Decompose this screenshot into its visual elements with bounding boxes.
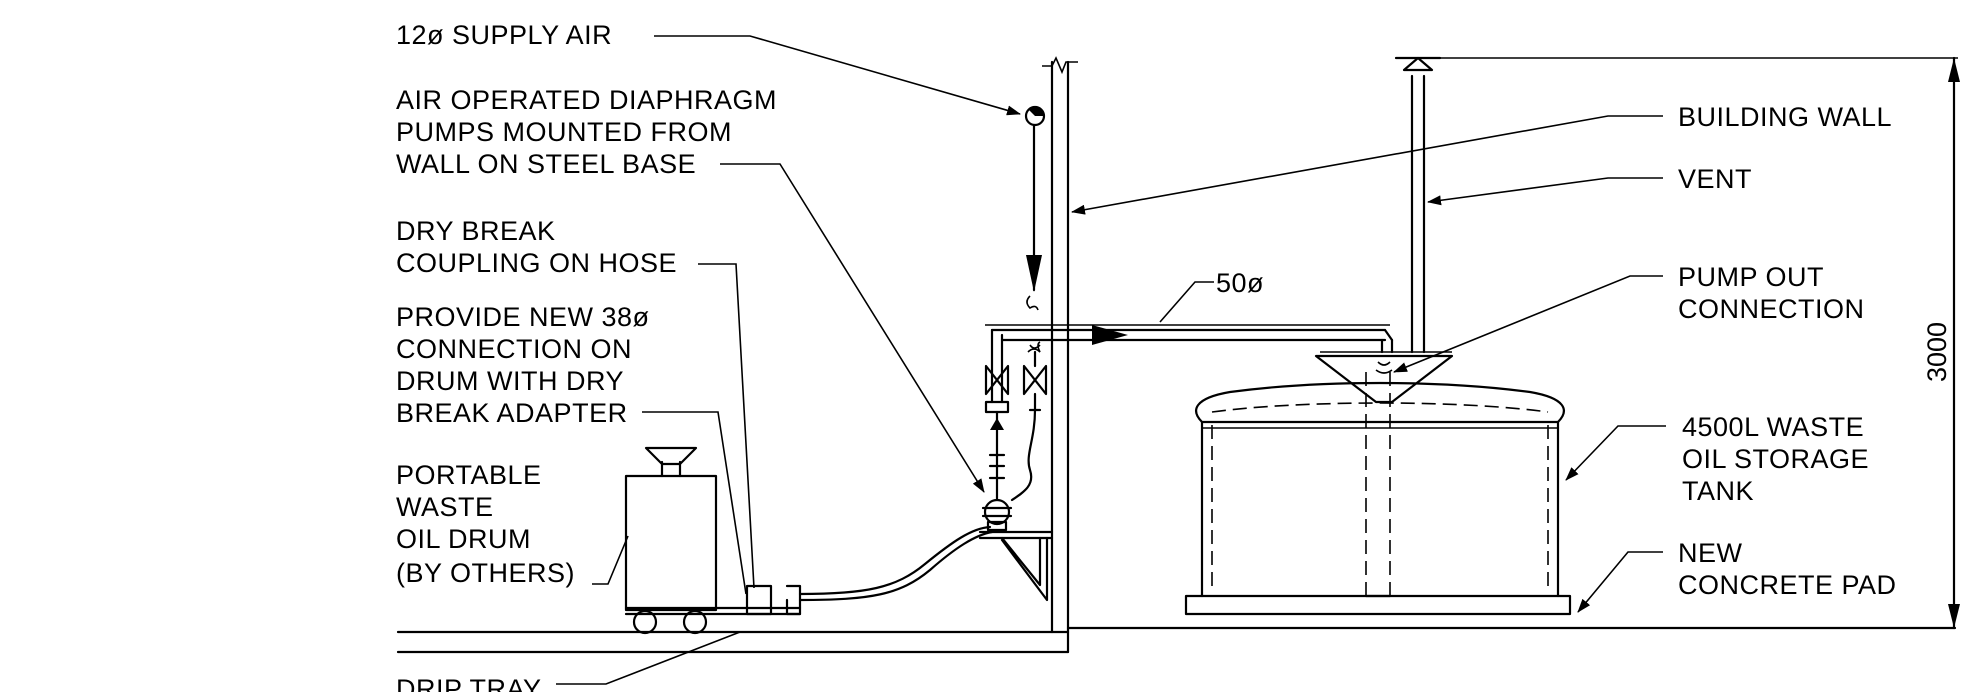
pipe-size-label: 50ø: [1216, 268, 1264, 298]
storage-tank: [1184, 351, 1572, 616]
vent-label: VENT: [1678, 164, 1752, 194]
connection-label-line-1: PROVIDE NEW 38ø: [396, 302, 650, 332]
height-dimension-label: 3000: [1922, 322, 1952, 382]
coupling-label-line-1: DRY BREAK: [396, 216, 556, 246]
coupling-label-line-2: COUPLING ON HOSE: [396, 248, 677, 278]
tank-label-line-3: TANK: [1682, 476, 1754, 506]
label-pad: NEW CONCRETE PAD: [1678, 538, 1897, 600]
tank-label-line-2: OIL STORAGE: [1682, 444, 1869, 474]
pumps-label-line-2: PUMPS MOUNTED FROM: [396, 117, 732, 147]
pumps-label-line-1: AIR OPERATED DIAPHRAGM: [396, 85, 777, 115]
label-drum: PORTABLE WASTE OIL DRUM (BY OTHERS): [396, 460, 575, 588]
portable-drum: [624, 446, 802, 635]
drum-label-line-1: PORTABLE: [396, 460, 542, 490]
label-connection: PROVIDE NEW 38ø CONNECTION ON DRUM WITH …: [396, 302, 650, 428]
leaders: [556, 35, 1666, 685]
pump-piping: [978, 324, 1394, 602]
pump-out-label-line-1: PUMP OUT: [1678, 262, 1824, 292]
pumps-label-line-3: WALL ON STEEL BASE: [396, 149, 696, 179]
drum-label-line-3: OIL DRUM: [396, 524, 531, 554]
pad-label-line-1: NEW: [1678, 538, 1743, 568]
label-coupling: DRY BREAK COUPLING ON HOSE: [396, 216, 677, 278]
drum-label-line-4: (BY OTHERS): [396, 558, 575, 588]
tank-label-line-1: 4500L WASTE: [1682, 412, 1864, 442]
label-pump-out: PUMP OUT CONNECTION: [1678, 262, 1865, 324]
label-pumps: AIR OPERATED DIAPHRAGM PUMPS MOUNTED FRO…: [396, 85, 777, 179]
connection-label-line-4: BREAK ADAPTER: [396, 398, 628, 428]
supply-air-label: 12ø SUPPLY AIR: [396, 20, 612, 50]
hose: [798, 525, 994, 602]
connection-label-line-3: DRUM WITH DRY: [396, 366, 624, 396]
pump-out-label-line-2: CONNECTION: [1678, 294, 1865, 324]
label-tank: 4500L WASTE OIL STORAGE TANK: [1682, 412, 1869, 506]
drum-label-line-2: WASTE: [396, 492, 494, 522]
drip-tray-label: DRIP TRAY: [396, 674, 542, 692]
pad-label-line-2: CONCRETE PAD: [1678, 570, 1897, 600]
supply-air-line: [1024, 105, 1046, 311]
building-wall-label: BUILDING WALL: [1678, 102, 1892, 132]
floor: [396, 626, 1957, 654]
height-dimension: [1948, 56, 1960, 630]
connection-label-line-2: CONNECTION ON: [396, 334, 632, 364]
vent: [1394, 56, 1958, 354]
label-supply-air: 12ø SUPPLY AIR: [396, 20, 612, 50]
